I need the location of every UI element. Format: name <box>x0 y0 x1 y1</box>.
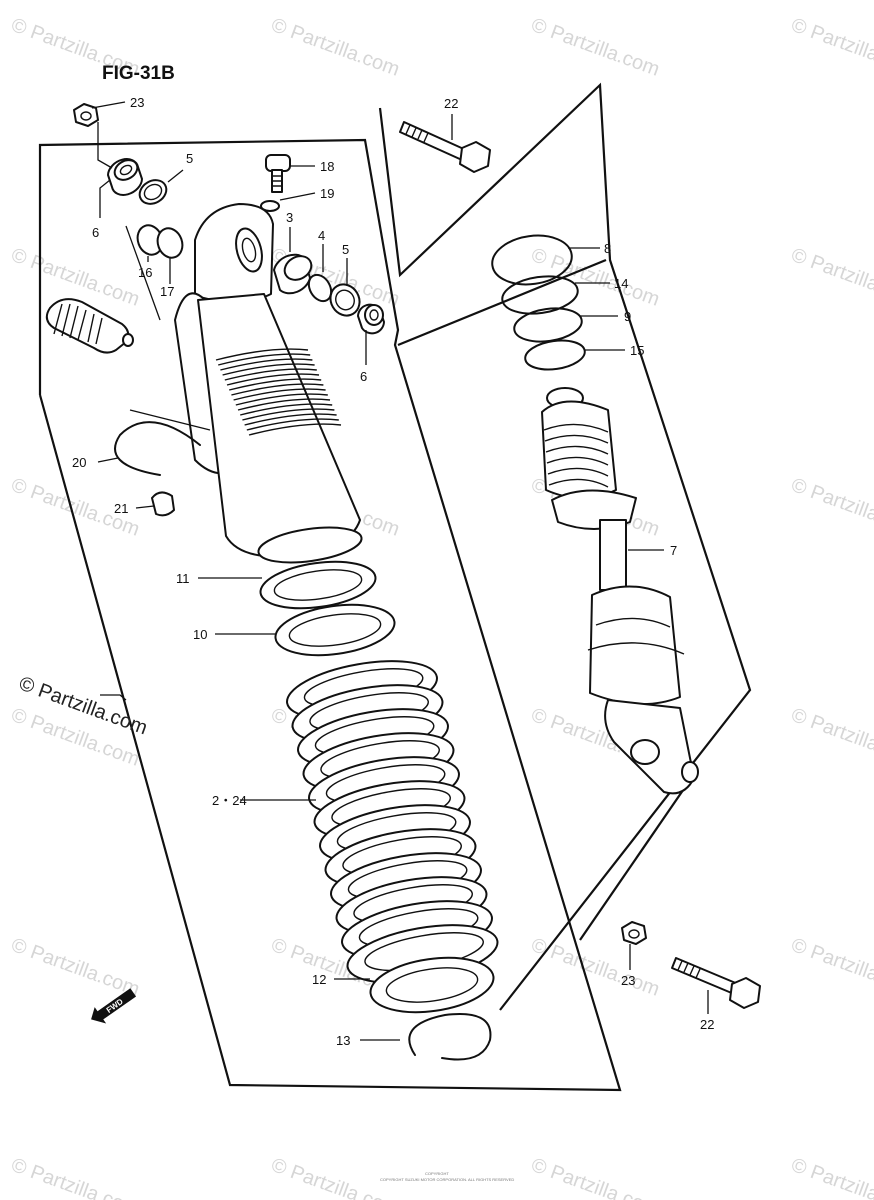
callout-13: 13 <box>336 1033 350 1048</box>
watermark-text: © Partzilla.com <box>268 14 402 81</box>
ring-20[interactable] <box>114 421 201 476</box>
ring-14[interactable] <box>500 272 580 318</box>
callout-5-right: 5 <box>342 242 349 257</box>
callout-17: 17 <box>160 284 174 299</box>
thread-line <box>244 413 337 426</box>
assembly-frame-right-edge <box>579 779 691 941</box>
callout-7: 7 <box>670 543 677 558</box>
callout-18: 18 <box>320 159 334 174</box>
bolt-22-top[interactable] <box>399 121 491 173</box>
callout-20: 20 <box>72 455 86 470</box>
callout-9: 9 <box>624 309 631 324</box>
ring-15[interactable] <box>523 337 586 373</box>
watermark-text: © Partzilla.com <box>528 1154 662 1200</box>
watermark-text: © Partzilla.com <box>788 14 874 81</box>
boot-rib <box>544 434 609 444</box>
body-threads <box>215 348 342 436</box>
callout-6-left: 6 <box>92 225 99 240</box>
shock-spring[interactable] <box>283 651 502 993</box>
watermark-text: © Partzilla.com <box>8 934 142 1001</box>
callout-6-right: 6 <box>360 369 367 384</box>
oil-seal-5-left[interactable] <box>135 175 170 208</box>
footer-line1: COPYRIGHT <box>425 1171 449 1176</box>
nut-23-bottom[interactable] <box>621 921 647 945</box>
washer-19[interactable] <box>260 200 280 212</box>
lock-nut-11[interactable] <box>258 555 379 615</box>
callout-14: 14 <box>614 276 628 291</box>
spring-seat-12[interactable] <box>367 951 497 1020</box>
boot-rib <box>548 478 609 488</box>
watermark-text: © Partzilla.com <box>528 14 662 81</box>
thread-line <box>218 353 311 366</box>
callout-16: 16 <box>138 265 152 280</box>
watermark-text: © Partzilla.com <box>528 244 662 311</box>
thread-line <box>246 418 339 431</box>
thread-line <box>240 403 333 416</box>
figure-title: FIG-31B <box>102 63 175 84</box>
watermark-text: © Partzilla.com <box>788 244 874 311</box>
watermark-text: © Partzilla.com <box>528 934 662 1001</box>
boot-rib <box>547 467 609 477</box>
ring-8[interactable] <box>489 231 575 290</box>
thread-line <box>242 408 335 421</box>
reservoir-cap-left[interactable] <box>45 298 134 354</box>
callout-8: 8 <box>604 241 611 256</box>
callout-5-left: 5 <box>186 151 193 166</box>
callout-15: 15 <box>630 343 644 358</box>
callout-3: 3 <box>286 210 293 225</box>
callout-12: 12 <box>312 972 326 987</box>
assembly-frame-left <box>38 138 622 1092</box>
thread-line <box>248 423 342 436</box>
thread-line <box>215 348 309 361</box>
nut-23-top[interactable] <box>73 103 99 127</box>
callout-22-top: 22 <box>444 96 458 111</box>
footer-line2: COPYRIGHT SUZUKI MOTOR CORPORATION. ALL … <box>380 1177 514 1182</box>
thread-line <box>235 393 328 406</box>
circlip-13[interactable] <box>408 1013 492 1061</box>
thread-line <box>224 368 317 381</box>
callout-10: 10 <box>193 627 207 642</box>
damper-rod-7[interactable] <box>541 387 699 795</box>
shock-absorber-body[interactable] <box>174 203 364 568</box>
callout-2-24: 2・24 <box>212 793 247 808</box>
bolt-18[interactable] <box>265 154 291 193</box>
callout-21: 21 <box>114 501 128 516</box>
watermark-text: © Partzilla.com <box>788 934 874 1001</box>
callout-22-bottom: 22 <box>700 1017 714 1032</box>
cap-21[interactable] <box>151 491 175 517</box>
leader-lines <box>91 101 709 1041</box>
watermark-text: © Partzilla.com <box>788 1154 874 1200</box>
ring-9[interactable] <box>512 304 584 345</box>
callout-23-bottom: 23 <box>621 973 635 988</box>
thread-line <box>226 373 320 386</box>
thread-line <box>229 378 322 391</box>
watermark-text: © Partzilla.com <box>788 474 874 541</box>
bushing-6-right[interactable] <box>357 303 385 335</box>
callout-23-top: 23 <box>130 95 144 110</box>
ring-17[interactable] <box>154 225 187 261</box>
callout-4: 4 <box>318 228 325 243</box>
thread-line <box>222 363 315 376</box>
boot-rib <box>543 423 609 433</box>
callout-11: 11 <box>176 571 190 586</box>
watermark-layer: © Partzilla.com © Partzilla.com © Partzill… <box>8 14 874 1200</box>
thread-line <box>233 388 326 401</box>
bolt-22-bottom[interactable] <box>671 957 761 1009</box>
oil-seal-5-right[interactable] <box>325 279 365 321</box>
thread-line <box>220 358 313 371</box>
thread-line <box>231 383 324 396</box>
callout-labels: 23 22 5 18 19 6 3 4 5 16 17 8 14 9 15 6 … <box>72 95 714 1048</box>
thread-line <box>237 398 331 411</box>
assembly-frame-right <box>378 82 752 1011</box>
callout-19: 19 <box>320 186 334 201</box>
bushing-6-left[interactable] <box>107 156 143 196</box>
watermark-text: © Partzilla.com <box>788 704 874 771</box>
boot-rib <box>546 456 609 466</box>
bushing-3[interactable] <box>273 251 316 295</box>
watermark-text: © Partzilla.com <box>8 1154 142 1200</box>
ring-4[interactable] <box>304 271 335 305</box>
lock-nut-10[interactable] <box>272 598 398 662</box>
boot-rib <box>545 445 609 455</box>
